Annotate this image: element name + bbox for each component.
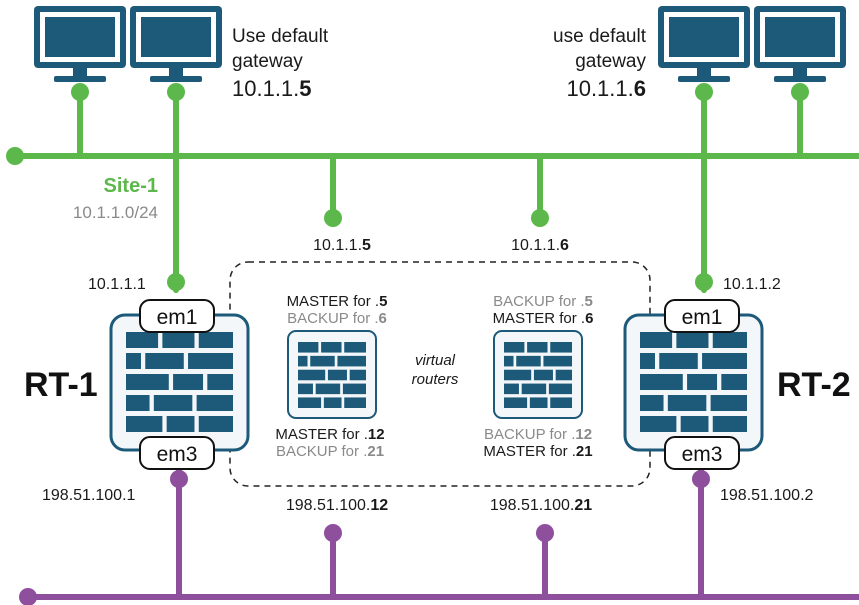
host-node: [695, 83, 713, 101]
gateway-left-line2: gateway: [232, 51, 303, 72]
rt2-device: em1 em3: [623, 299, 764, 470]
rt1-em3-port: [139, 436, 215, 470]
wan-vip-label: 198.51.100.21: [490, 497, 592, 514]
site-name: Site-1: [104, 175, 158, 197]
role-master: MASTER for .5: [287, 293, 388, 310]
role-master: MASTER for .6: [493, 310, 594, 327]
vip-node: [536, 524, 554, 542]
gateway-left-line1: Use default: [232, 26, 329, 47]
role-backup: BACKUP for .6: [287, 310, 387, 327]
lan-bus-end-node: [6, 147, 24, 165]
rt2-name: RT-2: [777, 366, 851, 404]
wan-bus-end-node: [19, 588, 37, 605]
host-node: [71, 83, 89, 101]
rt1-em1-label: em1: [157, 306, 198, 329]
monitor-icon: [34, 6, 126, 82]
rt2-em1-label: em1: [682, 306, 723, 329]
wan-vip-label: 198.51.100.12: [286, 497, 388, 514]
rt2-wan-ip: 198.51.100.2: [720, 487, 814, 504]
firewall-icon: [640, 332, 747, 432]
role-backup: BACKUP for .5: [493, 293, 593, 310]
rt2-em3-node: [692, 470, 710, 488]
rt2-lan-ip: 10.1.1.2: [723, 276, 781, 293]
rt2-em3-port: [664, 436, 740, 470]
lan-vip-label: 10.1.1.5: [313, 237, 371, 254]
rt1-em1-port: [139, 299, 215, 333]
rt2-em1-node: [695, 273, 713, 291]
monitor-icon: [658, 6, 750, 82]
site-lan-network: [12, 89, 859, 293]
virtual-router-left: [287, 330, 377, 419]
role-backup: BACKUP for .21: [276, 443, 384, 460]
site-subnet: 10.1.1.0/24: [73, 203, 158, 222]
vip-node: [324, 209, 342, 227]
lan-vip-label: 10.1.1.6: [511, 237, 569, 254]
gateway-left-ip: 10.1.1.5: [232, 76, 312, 101]
rt2-em1-port: [664, 299, 740, 333]
firewall-icon: [126, 332, 233, 432]
hosts: [34, 6, 846, 82]
rt1-em1-node: [167, 273, 185, 291]
virtual-routers-caption-line1: virtual: [415, 352, 456, 369]
lan-nodes: [6, 83, 809, 291]
rt1-name: RT-1: [24, 366, 98, 404]
rt1-device: em1 em3: [109, 299, 250, 470]
gateway-right-line1: use default: [553, 26, 647, 47]
rt1-wan-ip: 198.51.100.1: [42, 487, 136, 504]
rt1-lan-ip: 10.1.1.1: [88, 276, 146, 293]
vip-node: [531, 209, 549, 227]
rt1-em3-label: em3: [157, 443, 198, 466]
gateway-right-line2: gateway: [575, 51, 646, 72]
role-master: MASTER for .21: [483, 443, 592, 460]
role-master: MASTER for .12: [275, 426, 384, 443]
rt2-em3-label: em3: [682, 443, 723, 466]
host-node: [791, 83, 809, 101]
monitor-icon: [754, 6, 846, 82]
monitor-icon: [130, 6, 222, 82]
firewall-icon: [504, 342, 572, 408]
host-node: [167, 83, 185, 101]
gateway-right-ip: 10.1.1.6: [566, 76, 646, 101]
wan-nodes: [19, 470, 710, 605]
virtual-routers-caption-line2: routers: [412, 371, 459, 388]
role-backup: BACKUP for .12: [484, 426, 592, 443]
vip-node: [324, 524, 342, 542]
wan-network: [25, 467, 859, 600]
firewall-icon: [298, 342, 366, 408]
rt1-em3-node: [170, 470, 188, 488]
virtual-router-right: [493, 330, 583, 419]
